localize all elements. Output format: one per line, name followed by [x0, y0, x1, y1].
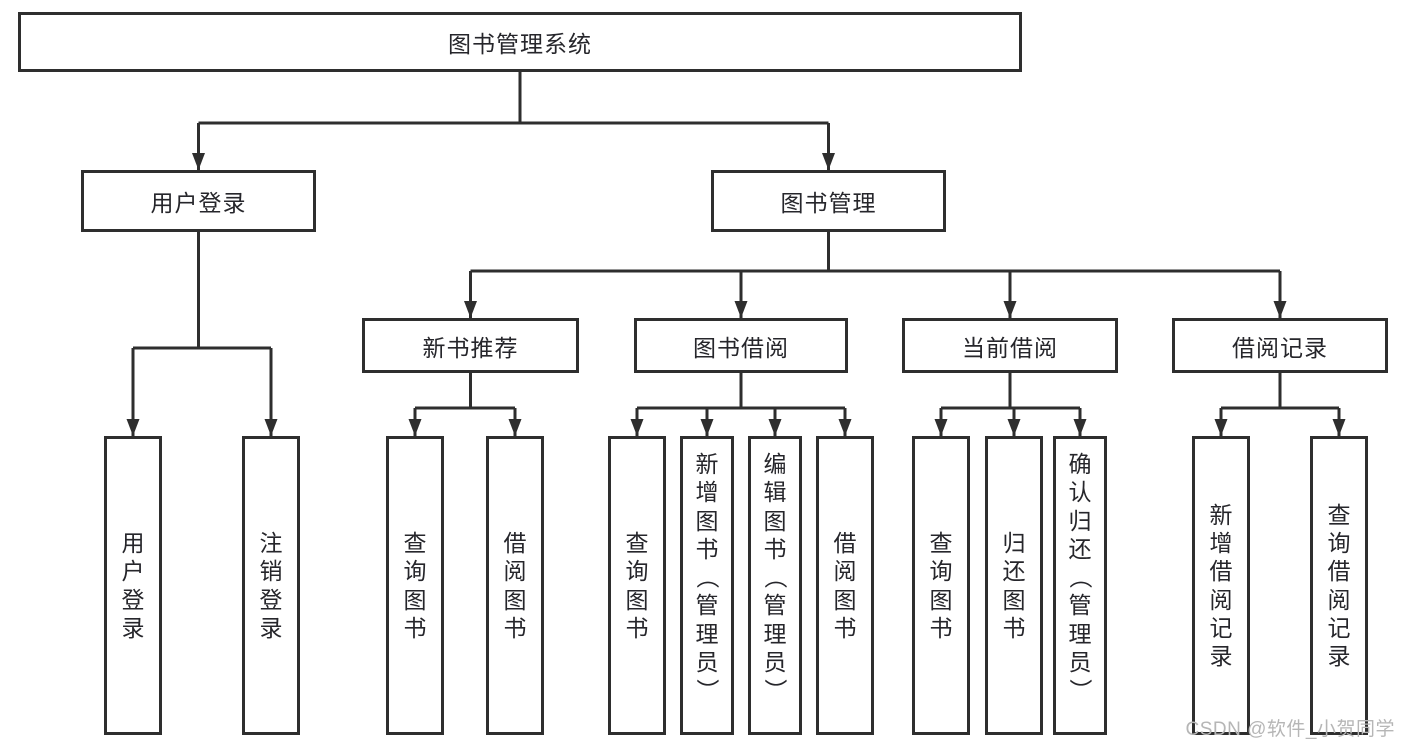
node-box-current-borrow[interactable] — [902, 318, 1118, 373]
edge-arrowhead — [768, 419, 782, 436]
node-box-leaf-confirm-return-admin[interactable] — [1053, 436, 1107, 735]
edge-arrowhead — [1003, 301, 1017, 318]
node-box-leaf-add-book-admin[interactable] — [680, 436, 734, 735]
edge-arrowhead — [264, 419, 278, 436]
node-box-leaf-query-book-current[interactable] — [912, 436, 970, 735]
edge-arrowhead — [838, 419, 852, 436]
node-box-leaf-logout[interactable] — [242, 436, 300, 735]
edge-arrowhead — [1332, 419, 1346, 436]
edge-arrowhead — [1007, 419, 1021, 436]
node-box-user-login[interactable] — [81, 170, 316, 232]
node-box-leaf-query-book-recommend[interactable] — [386, 436, 444, 735]
edge-arrowhead — [1073, 419, 1087, 436]
edge-arrowhead — [630, 419, 644, 436]
node-box-leaf-borrow-book-recommend[interactable] — [486, 436, 544, 735]
edge-arrowhead — [192, 153, 205, 170]
edge-arrowhead — [126, 419, 140, 436]
node-box-leaf-user-login[interactable] — [104, 436, 162, 735]
node-box-leaf-return-book[interactable] — [985, 436, 1043, 735]
node-box-leaf-query-borrow-record[interactable] — [1310, 436, 1368, 735]
node-box-leaf-add-borrow-record[interactable] — [1192, 436, 1250, 735]
edge-arrowhead — [934, 419, 948, 436]
node-box-book-manage[interactable] — [711, 170, 946, 232]
node-box-borrow-records[interactable] — [1172, 318, 1388, 373]
edge-arrowhead — [700, 419, 714, 436]
node-box-root[interactable] — [18, 12, 1022, 72]
edge-arrowhead — [508, 419, 522, 436]
edge-arrowhead — [734, 301, 748, 318]
node-box-leaf-query-book-borrow[interactable] — [608, 436, 666, 735]
edge-arrowhead — [822, 153, 835, 170]
edge-arrowhead — [1214, 419, 1228, 436]
node-box-book-borrow[interactable] — [634, 318, 848, 373]
node-box-new-book-recommend[interactable] — [362, 318, 579, 373]
edge-arrowhead — [408, 419, 422, 436]
watermark-text: CSDN @软件_小贺同学 — [1185, 719, 1395, 740]
edge-arrowhead — [1273, 301, 1287, 318]
edge-arrowhead — [464, 301, 477, 318]
node-box-leaf-borrow-book[interactable] — [816, 436, 874, 735]
node-box-leaf-edit-book-admin[interactable] — [748, 436, 802, 735]
